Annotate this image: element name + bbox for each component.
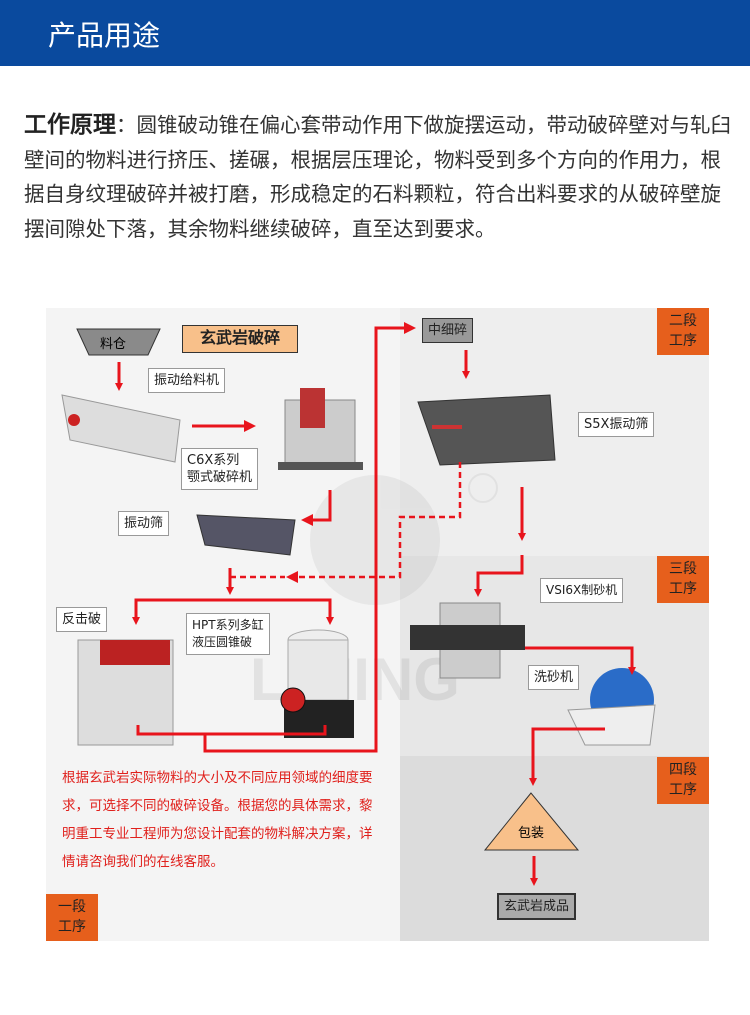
stage-1-badge: 一段 工序 bbox=[46, 894, 98, 941]
flow-arrows bbox=[115, 322, 636, 886]
hopper-shape bbox=[76, 328, 161, 356]
screen2-label: S5X振动筛 bbox=[578, 412, 655, 437]
sand-maker-machine bbox=[410, 602, 525, 679]
jaw-crusher-label: C6X系列 颚式破碎机 bbox=[181, 448, 259, 490]
diagram-title: 玄武岩破碎 bbox=[182, 325, 298, 353]
feeder-label: 振动给料机 bbox=[148, 368, 226, 393]
diagram-note: 根据玄武岩实际物料的大小及不同应用领域的细度要求，可选择不同的破碎设备。根据您的… bbox=[62, 770, 373, 870]
impact-crusher-label: 反击破 bbox=[56, 607, 108, 632]
cone-crusher-machine bbox=[280, 629, 354, 738]
screen2-machine bbox=[417, 394, 556, 466]
washer-label: 洗砂机 bbox=[528, 665, 580, 690]
cone-crusher-label: HPT系列多缸 液压圆锥破 bbox=[186, 613, 270, 655]
impact-crusher-machine bbox=[77, 639, 174, 746]
product-label: 玄武岩成品 bbox=[497, 893, 577, 920]
screen1-machine bbox=[196, 514, 296, 556]
stage-4-badge: 四段 工序 bbox=[657, 757, 709, 804]
hopper-label: 料仓 bbox=[100, 337, 127, 352]
packing-label: 包装 bbox=[518, 826, 545, 841]
intro-label: 工作原理 bbox=[24, 112, 116, 138]
section-header: 产品用途 bbox=[0, 0, 750, 66]
intro-text: ：圆锥破动锥在偏心套带动作用下做旋摆运动，带动破碎壁对与轧臼壁间的物料进行挤压、… bbox=[24, 113, 731, 241]
medium-crush-label: 中细碎 bbox=[422, 318, 474, 343]
feeder-machine bbox=[61, 394, 181, 463]
packing-triangle bbox=[483, 792, 580, 851]
return-dashed-lines bbox=[230, 462, 462, 583]
sand-washer-machine bbox=[567, 668, 656, 746]
section-title: 产品用途 bbox=[48, 19, 161, 52]
stage-2-badge: 二段 工序 bbox=[657, 308, 709, 355]
screen1-label: 振动筛 bbox=[118, 511, 170, 536]
intro-paragraph: 工作原理：圆锥破动锥在偏心套带动作用下做旋摆运动，带动破碎壁对与轧臼壁间的物料进… bbox=[24, 108, 736, 246]
jaw-crusher-machine bbox=[278, 388, 363, 470]
sand-maker-label: VSI6X制砂机 bbox=[540, 578, 624, 603]
stage-3-badge: 三段 工序 bbox=[657, 556, 709, 603]
